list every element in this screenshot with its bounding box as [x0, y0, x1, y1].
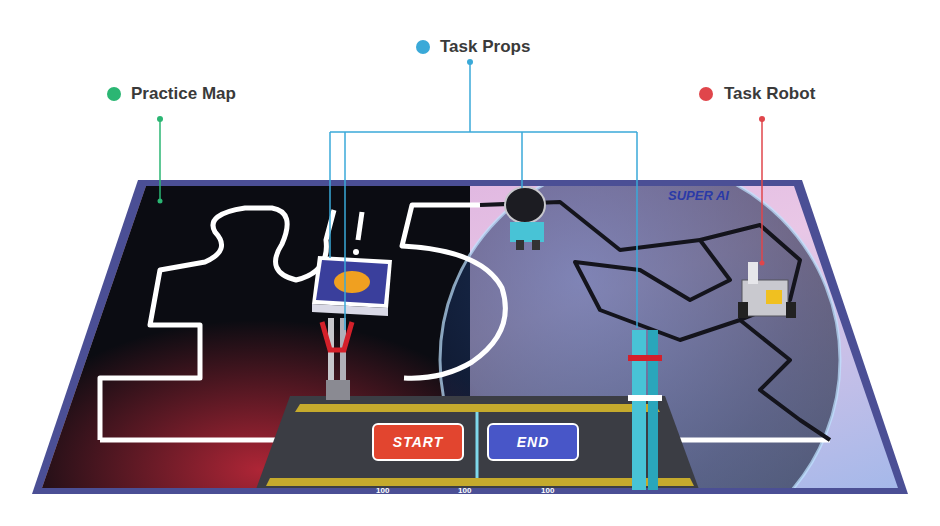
leader-lines — [160, 62, 762, 330]
edge-number: 100 — [458, 487, 471, 496]
callout-label: Task Robot — [724, 85, 815, 104]
zone-label: START — [393, 434, 443, 450]
end-box: END — [487, 423, 579, 461]
callout-dot — [699, 87, 713, 101]
start-box: START — [372, 423, 464, 461]
edge-number: 100 — [376, 487, 389, 496]
callout-label: Practice Map — [131, 85, 236, 104]
edge-number: 100 — [541, 487, 554, 496]
callout-label: Task Props — [440, 38, 530, 57]
callout-dot — [416, 40, 430, 54]
zone-label: END — [517, 434, 550, 450]
logo-text: SUPER AI — [668, 189, 729, 203]
callout-dot — [107, 87, 121, 101]
